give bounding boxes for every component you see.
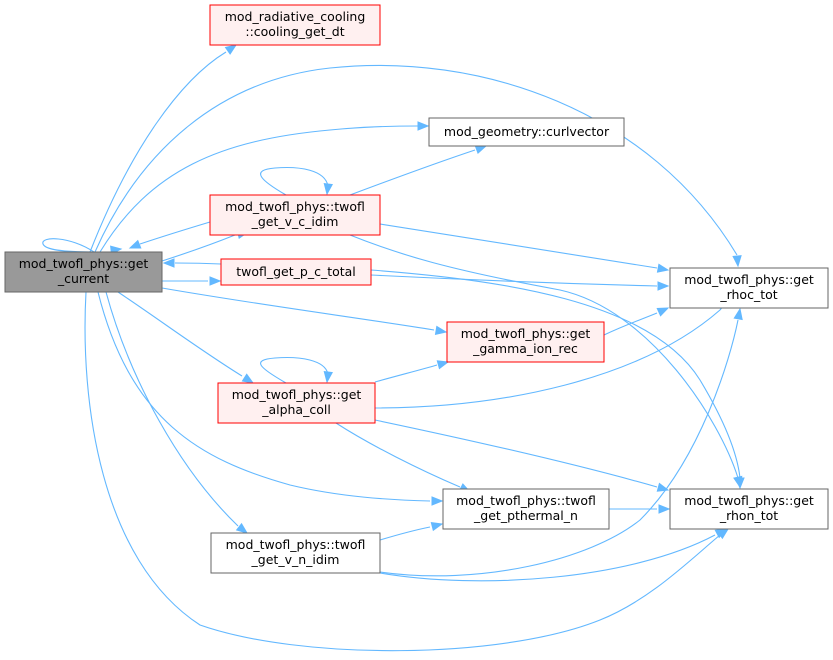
node-label-line1: mod_twofl_phys::twofl xyxy=(456,493,596,508)
edge-self-alpha xyxy=(260,357,334,384)
edge-get-current-to-curlvector xyxy=(99,121,430,253)
node-label-line1: mod_twofl_phys::get xyxy=(684,272,814,287)
edge-get-current-to-alpha xyxy=(117,291,255,384)
edge-get-current-to-rhon xyxy=(84,291,730,652)
node-curlvector[interactable]: mod_geometry::curlvector xyxy=(428,117,625,147)
node-label: twofl_get_p_c_total xyxy=(236,264,356,279)
node-label-line1: mod_twofl_phys::get xyxy=(684,493,814,508)
edge-v-c-idim-to-rhoc xyxy=(379,223,670,273)
edge-get-current-to-pthermal xyxy=(97,291,444,506)
node-label-line2: _current xyxy=(57,271,109,286)
node-label-line1: mod_twofl_phys::get xyxy=(232,387,362,402)
edge-p-c-total-to-rhon xyxy=(370,269,745,490)
node-label-line1: mod_twofl_phys::twofl xyxy=(225,199,365,214)
node-label-line2: _get_v_n_idim xyxy=(251,552,340,567)
node-cooling-get-dt[interactable]: mod_radiative_cooling ::cooling_get_dt xyxy=(209,4,381,46)
edge-p-c-total-to-rhoc xyxy=(370,274,670,291)
node-label-line1: mod_twofl_phys::get xyxy=(19,256,149,271)
edge-v-c-idim-to-get-current xyxy=(128,221,211,249)
edge-gamma-to-rhoc xyxy=(603,307,670,336)
node-label-line1: mod_radiative_cooling xyxy=(225,9,366,24)
edges xyxy=(42,44,745,652)
edge-alpha-to-gamma xyxy=(374,360,450,383)
edge-self-v-c-idim xyxy=(260,167,334,196)
edge-get-current-to-p-c-total xyxy=(162,276,222,286)
edge-v-c-idim-to-curlvector xyxy=(349,145,488,196)
node-label-line1: mod_twofl_phys::twofl xyxy=(226,537,366,552)
node-label: mod_geometry::curlvector xyxy=(444,124,610,139)
edge-v-n-idim-to-pthermal xyxy=(379,521,444,541)
edge-get-current-to-v-n-idim xyxy=(105,291,249,534)
node-label-line2: _rhoc_tot xyxy=(719,287,777,302)
node-get-rhoc-tot[interactable]: mod_twofl_phys::get _rhoc_tot xyxy=(669,267,829,309)
node-get-rhon-tot[interactable]: mod_twofl_phys::get _rhon_tot xyxy=(669,488,829,530)
node-label-line2: ::cooling_get_dt xyxy=(245,24,344,39)
edge-v-n-idim-to-rhon xyxy=(379,528,728,582)
node-get-pthermal-n[interactable]: mod_twofl_phys::twofl _get_pthermal_n xyxy=(442,488,610,530)
node-label-line2: _gamma_ion_rec xyxy=(472,341,578,356)
edge-v-n-idim-to-rhoc xyxy=(379,307,743,577)
edge-get-current-to-gamma xyxy=(161,287,448,335)
node-get-v-c-idim[interactable]: mod_twofl_phys::twofl _get_v_c_idim xyxy=(209,194,381,236)
edge-pthermal-to-rhon xyxy=(608,504,671,514)
edge-p-c-total-to-get-current xyxy=(162,258,222,268)
edge-get-current-to-rhoc xyxy=(94,64,742,268)
node-label-line2: _alpha_coll xyxy=(261,402,331,417)
node-label-line2: _get_v_c_idim xyxy=(251,214,339,229)
edge-alpha-to-rhon xyxy=(374,419,670,492)
node-get-gamma-ion-rec[interactable]: mod_twofl_phys::get _gamma_ion_rec xyxy=(446,321,605,363)
node-get-p-c-total[interactable]: twofl_get_p_c_total xyxy=(220,258,372,286)
edge-alpha-to-pthermal xyxy=(335,422,472,493)
edge-get-current-to-cooling xyxy=(89,44,238,253)
node-label-line1: mod_twofl_phys::get xyxy=(461,326,591,341)
node-get-current[interactable]: mod_twofl_phys::get _current xyxy=(4,251,163,293)
node-get-v-n-idim[interactable]: mod_twofl_phys::twofl _get_v_n_idim xyxy=(210,532,381,574)
node-label-line2: _rhon_tot xyxy=(719,508,778,523)
node-get-alpha-coll[interactable]: mod_twofl_phys::get _alpha_coll xyxy=(217,382,376,424)
node-label-line2: _get_pthermal_n xyxy=(473,508,578,523)
